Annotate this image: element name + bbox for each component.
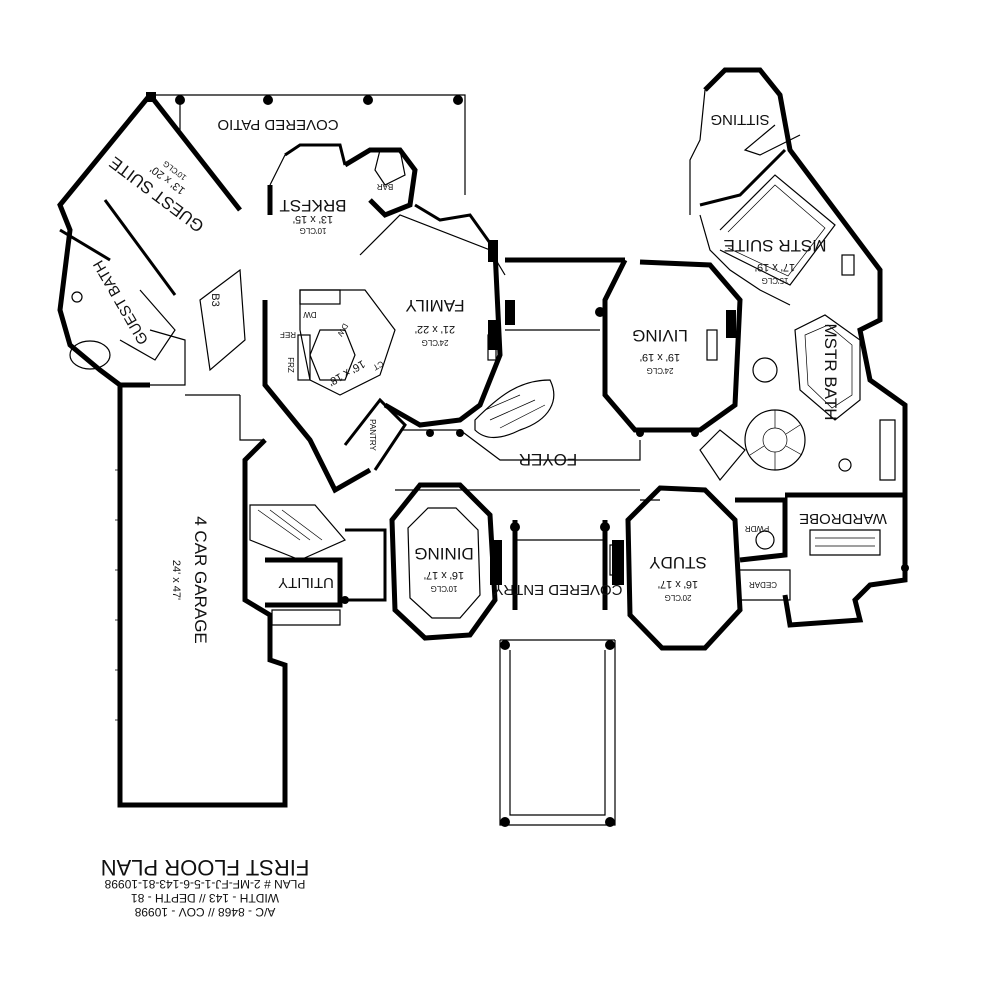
label-b3: B3 [209,293,221,306]
label-mstr-bath: MSTR BATH [821,324,840,421]
label-living: LIVING [632,326,688,345]
label-frz: FRZ [286,357,295,373]
label-dw-1: DW [303,310,317,319]
label-mstr-suite-dim: 17' x 19' [755,261,795,273]
label-family-clg: 24'CLG [422,338,449,347]
label-brkfst: BRKFST [279,196,346,215]
fixtures [69,149,896,576]
label-guest-bath: GUEST BATH [90,257,152,347]
label-study-clg: 20'CLG [665,593,692,602]
label-study-dim: 16' x 17' [658,578,698,590]
plan-number: PLAN # 2-MF-FJ-1-5-6-143-81-10998 [104,877,305,891]
label-study: STUDY [649,553,707,572]
label-living-clg: 24'CLG [647,366,674,375]
label-dining-clg: 10'CLG [431,584,458,593]
label-kitchen-dim: 16' x 18' [326,357,367,388]
label-living-dim: 19' x 19' [640,351,680,363]
label-cedar: CEDAR [749,580,777,589]
label-dining-dim: 16' x 17' [424,569,464,581]
label-utility: UTILITY [278,574,334,591]
label-dining: DINING [414,544,474,563]
label-sitting: SITTING [710,111,769,128]
label-garage: 4 CAR GARAGE [191,516,210,644]
label-wardrobe: WARDROBE [799,510,887,527]
label-foyer: FOYER [519,450,578,469]
label-brkfst-dim: 13' x 15' [293,213,333,225]
label-mstr-suite-clg: 15'CLG [762,276,789,285]
label-pwdr: PWDR [745,524,770,533]
label-family: FAMILY [405,296,464,315]
plan-areas: A/C - 8468 // COV - 10998 [134,905,275,919]
plan-title: FIRST FLOOR PLAN [101,855,310,880]
label-covered-entry: COVERED ENTRY [494,581,623,598]
walls [57,67,908,826]
label-brkfst-clg: 10'CLG [300,226,327,235]
label-family-dim: 21' x 22' [415,323,455,335]
label-pantry: PANTRY [368,419,377,451]
label-ct: CT [371,359,385,372]
label-garage-dim: 24' x 47' [170,560,182,600]
title-block: FIRST FLOOR PLAN PLAN # 2-MF-FJ-1-5-6-14… [101,855,310,919]
label-mstr-suite: MSTR SUITE [724,236,827,255]
plan-dimensions: WIDTH - 143 // DEPTH - 81 [131,891,279,905]
label-covered-patio: COVERED PATIO [217,116,338,133]
label-bar: BAR [377,182,394,191]
label-ref: REF [280,330,296,339]
